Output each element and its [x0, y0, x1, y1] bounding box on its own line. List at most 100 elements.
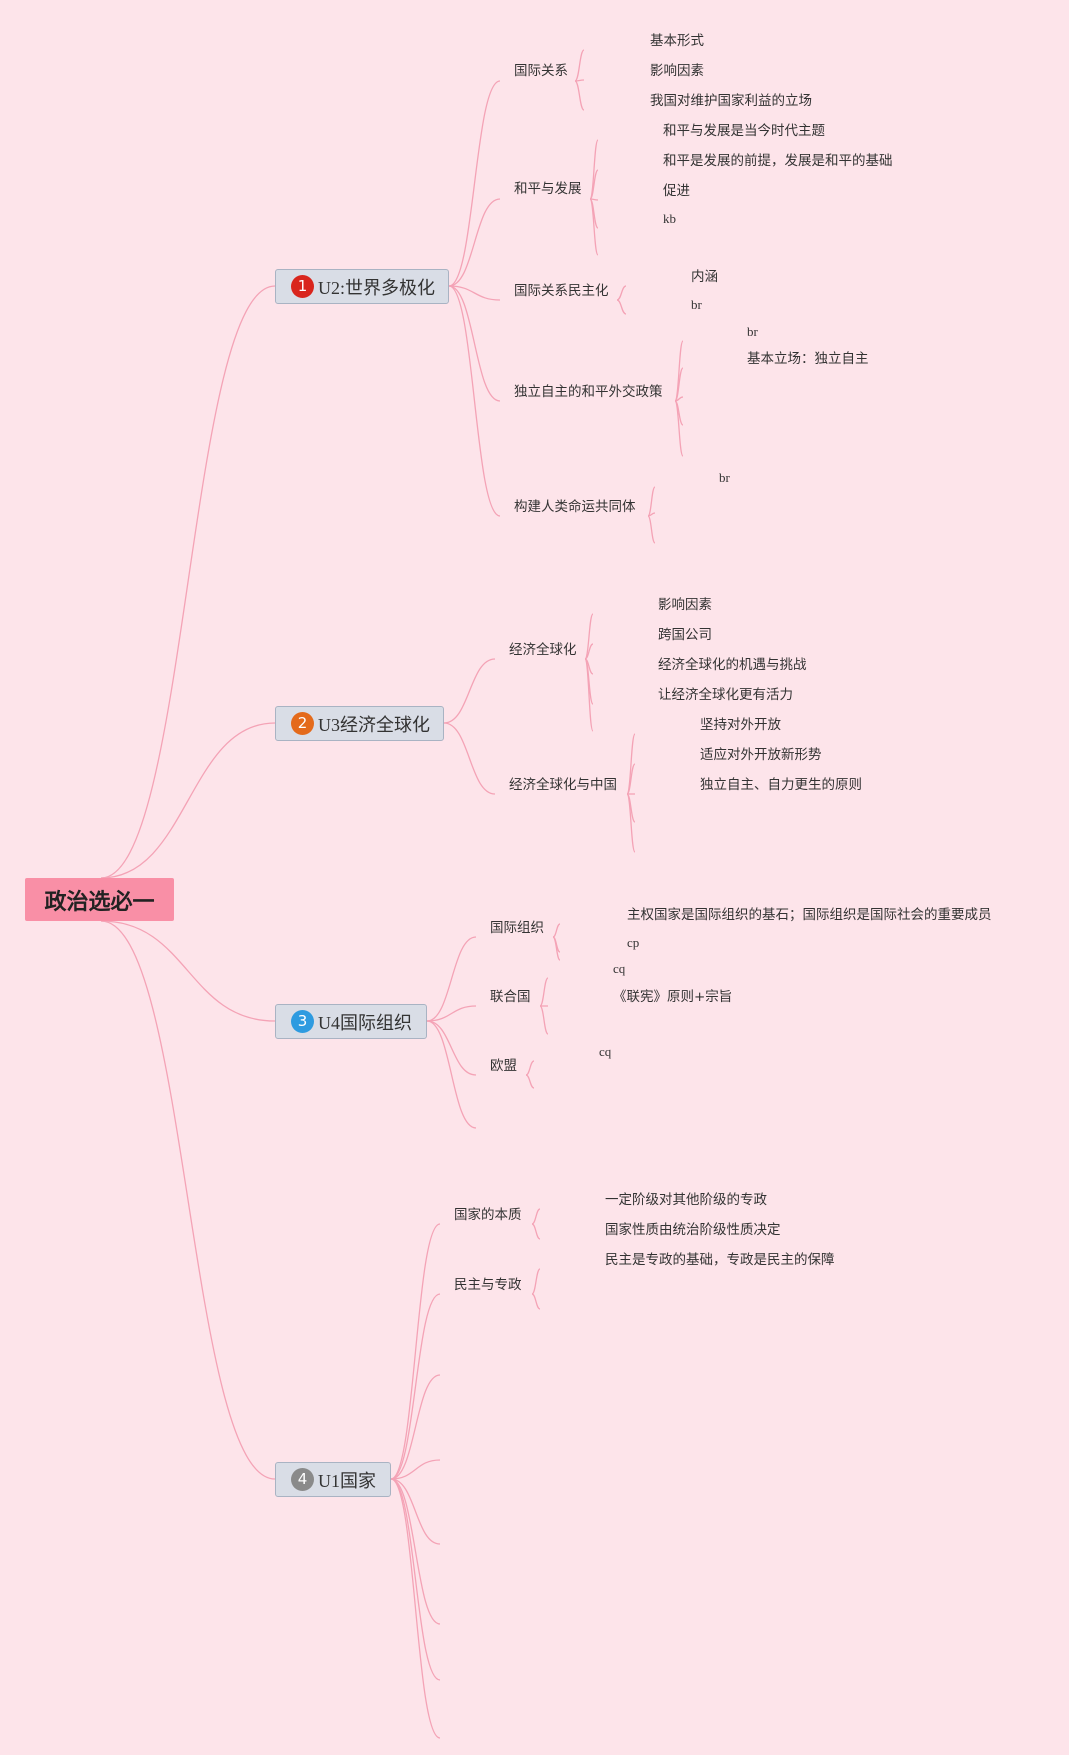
leaf-connector — [584, 658, 594, 732]
leaf-connector — [552, 936, 561, 961]
leaf-node[interactable]: 国家性质由统治阶级性质决定 — [605, 1222, 781, 1238]
branch-connector — [426, 1005, 477, 1022]
leaf-node[interactable]: 跨国公司 — [658, 627, 712, 643]
leaf-node[interactable]: 和平是发展的前提，发展是和平的基础 — [663, 153, 893, 169]
leaf-node[interactable]: 影响因素 — [658, 597, 712, 613]
topic-node[interactable]: 国家的本质 — [454, 1207, 522, 1223]
leaf-connector — [531, 1293, 541, 1310]
branch-connector — [448, 285, 501, 301]
topic-node[interactable]: 国际关系 — [514, 63, 568, 79]
leaf-connector — [552, 923, 561, 938]
topic-node[interactable]: 独立自主的和平外交政策 — [514, 384, 663, 400]
leaf-node[interactable]: br — [747, 324, 758, 339]
leaf-node[interactable]: 和平与发展是当今时代主题 — [663, 123, 825, 139]
leaf-connector — [531, 1268, 541, 1295]
leaf-node[interactable]: cp — [627, 935, 640, 950]
leaf-connector — [616, 285, 627, 301]
leaf-connector — [616, 299, 627, 315]
leaf-node[interactable]: 让经济全球化更有活力 — [658, 687, 793, 703]
branch-connector — [448, 285, 501, 517]
leaf-node[interactable]: 《联宪》原则+宗旨 — [613, 989, 733, 1005]
topic-node[interactable]: 经济全球化与中国 — [509, 777, 617, 793]
leaf-node[interactable]: 坚持对外开放 — [700, 717, 781, 733]
leaf-connector — [674, 367, 684, 402]
leaf-node[interactable]: 适应对外开放新形势 — [700, 747, 822, 763]
root-node[interactable]: 政治选必一 — [25, 878, 174, 921]
topic-node[interactable]: 和平与发展 — [514, 181, 582, 197]
branch-connector — [448, 80, 501, 287]
leaf-node[interactable]: 基本立场：独立自主 — [747, 351, 869, 367]
branch-connector — [448, 285, 501, 402]
leaf-node[interactable]: 经济全球化的机遇与挑战 — [658, 657, 807, 673]
topic-node[interactable]: 构建人类命运共同体 — [514, 499, 636, 515]
branch-connector — [390, 1459, 441, 1480]
leaf-connector — [574, 49, 585, 82]
leaf-connector — [584, 643, 594, 660]
unit-label: U2:世界多极化 — [318, 277, 435, 298]
leaf-connector — [674, 400, 684, 457]
root-label: 政治选必一 — [44, 889, 155, 915]
topic-node[interactable]: 联合国 — [490, 989, 531, 1005]
number-badge-icon: 2 — [291, 712, 314, 735]
unit-node-u3[interactable]: 2 U3经济全球化 — [275, 706, 444, 741]
topic-node[interactable]: 民主与专政 — [454, 1277, 522, 1293]
number-badge-icon: 4 — [291, 1468, 314, 1491]
branch-connector — [426, 1020, 477, 1129]
root-connector — [100, 722, 276, 879]
branch-connector — [390, 1478, 441, 1545]
leaf-node[interactable]: 一定阶级对其他阶级的专政 — [605, 1192, 767, 1208]
leaf-connector — [589, 169, 599, 200]
number-badge-icon: 1 — [291, 275, 314, 298]
branch-connector — [390, 1478, 441, 1625]
leaf-connector — [626, 733, 636, 795]
unit-node-u2[interactable]: 1 U2:世界多极化 — [275, 269, 449, 304]
leaf-node[interactable]: br — [719, 470, 730, 485]
root-connector — [100, 285, 276, 879]
leaf-node[interactable]: 影响因素 — [650, 63, 704, 79]
leaf-connector — [539, 977, 549, 1007]
unit-node-u1[interactable]: 4 U1国家 — [275, 1462, 391, 1497]
branch-connector — [448, 198, 501, 287]
branch-connector — [390, 1478, 441, 1681]
leaf-node[interactable]: 主权国家是国际组织的基石；国际组织是国际社会的重要成员 — [627, 907, 992, 923]
leaf-node[interactable]: 我国对维护国家利益的立场 — [650, 93, 812, 109]
branch-connector — [443, 658, 496, 724]
leaf-connector — [647, 486, 656, 517]
branch-connector — [443, 722, 496, 795]
branch-connector — [426, 1020, 477, 1076]
branch-connector — [390, 1293, 441, 1480]
branch-connector — [390, 1374, 441, 1480]
number-badge-icon: 3 — [291, 1010, 314, 1033]
leaf-node[interactable]: 民主是专政的基础，专政是民主的保障 — [605, 1252, 835, 1268]
leaf-node[interactable]: 独立自主、自力更生的原则 — [700, 777, 862, 793]
leaf-connector — [525, 1074, 535, 1089]
leaf-connector — [531, 1208, 541, 1225]
leaf-connector — [589, 139, 599, 200]
leaf-connector — [647, 515, 656, 544]
unit-label: U3经济全球化 — [318, 714, 430, 735]
topic-node[interactable]: 经济全球化 — [509, 642, 577, 658]
leaf-connector — [574, 80, 585, 111]
leaf-connector — [531, 1223, 541, 1240]
leaf-connector — [525, 1060, 535, 1076]
topic-node[interactable]: 欧盟 — [490, 1058, 517, 1074]
leaf-node[interactable]: cq — [599, 1044, 612, 1059]
branch-connector — [390, 1223, 441, 1480]
leaf-node[interactable]: kb — [663, 211, 676, 226]
leaf-connector — [584, 613, 594, 660]
root-connector — [100, 920, 276, 1022]
unit-node-u4[interactable]: 3 U4国际组织 — [275, 1004, 427, 1039]
leaf-node[interactable]: 内涵 — [691, 269, 718, 285]
leaf-node[interactable]: 促进 — [663, 183, 690, 199]
leaf-connector — [539, 1005, 549, 1035]
topic-node[interactable]: 国际组织 — [490, 920, 544, 936]
branch-connector — [426, 936, 477, 1022]
leaf-node[interactable]: 基本形式 — [650, 33, 704, 49]
unit-label: U1国家 — [318, 1470, 376, 1491]
leaf-connector — [626, 763, 636, 795]
topic-node[interactable]: 国际关系民主化 — [514, 283, 609, 299]
leaf-node[interactable]: br — [691, 297, 702, 312]
leaf-node[interactable]: cq — [613, 961, 626, 976]
